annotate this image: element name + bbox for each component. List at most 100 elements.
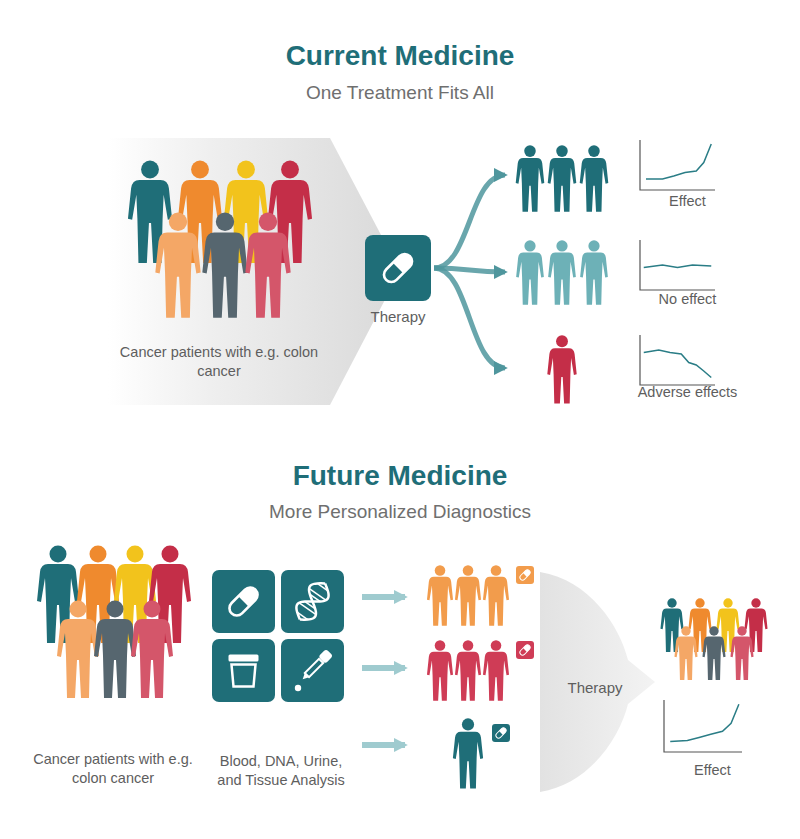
therapy-funnel: Therapy — [540, 572, 655, 792]
person-head — [588, 145, 600, 157]
selection-arrow — [362, 742, 405, 748]
person-body — [548, 158, 577, 212]
person-head — [463, 640, 474, 651]
icon-square — [212, 639, 275, 702]
person-body — [427, 652, 453, 701]
pill-half — [523, 644, 531, 652]
pill-glyph — [519, 644, 531, 656]
person-head — [237, 161, 255, 179]
node-label: Cancer patients with e.g. colon cancer — [108, 343, 330, 381]
node-label: Cancer patients with e.g. colon cancer — [33, 750, 193, 788]
dna-glyph — [291, 577, 334, 625]
person-head — [144, 601, 161, 618]
person-head — [127, 546, 144, 563]
person-figure — [730, 626, 753, 680]
person-head — [50, 546, 67, 563]
person-body — [455, 652, 481, 701]
flow-arrow — [434, 175, 505, 268]
section-subtitle: One Treatment Fits All — [0, 82, 800, 104]
dropper-tube — [305, 659, 323, 677]
analysis-icon-grid — [212, 570, 350, 708]
section-subtitle: More Personalized Diagnostics — [0, 501, 800, 523]
person-figure — [245, 213, 290, 318]
dna-rung — [309, 588, 326, 600]
person-figure — [547, 335, 576, 403]
person-figure — [483, 565, 509, 625]
chart-line — [644, 350, 712, 378]
mini-chart — [664, 700, 742, 752]
dna-rung — [310, 594, 321, 601]
person-figure — [580, 145, 609, 211]
person-head — [216, 213, 234, 231]
chart-line — [670, 704, 739, 741]
person-head — [723, 598, 732, 607]
person-head — [667, 598, 676, 607]
drop — [295, 685, 301, 691]
person-figure — [455, 565, 481, 625]
person-head — [588, 240, 599, 251]
person-head — [169, 213, 187, 231]
dna-rung — [297, 612, 308, 619]
person-body — [702, 636, 725, 679]
person-body — [483, 652, 509, 701]
pill-outline — [519, 644, 531, 656]
dna-rung — [317, 583, 328, 590]
person-figure — [483, 640, 509, 700]
pill-glyph — [519, 569, 531, 581]
person-figure — [202, 213, 247, 318]
person-head — [556, 145, 568, 157]
container-lid — [229, 655, 259, 662]
therapy-badge — [516, 566, 534, 584]
person-body — [427, 577, 453, 626]
therapy-icon: Therapy — [362, 235, 434, 335]
person-head — [259, 213, 277, 231]
section-heading: Current Medicine — [0, 40, 800, 72]
person-head — [162, 546, 179, 563]
person-head — [141, 161, 159, 179]
person-body — [730, 636, 753, 679]
person-body — [202, 233, 247, 318]
result-group: Effect — [650, 595, 775, 790]
pill-outline — [381, 251, 415, 285]
person-head — [491, 640, 502, 651]
therapy-icon-box — [365, 235, 431, 301]
person-figure — [702, 626, 725, 680]
mini-chart — [640, 140, 715, 190]
person-head — [491, 565, 502, 576]
flow-arrow — [434, 268, 505, 368]
dna-strand — [291, 577, 334, 625]
person-head — [709, 626, 718, 635]
node-label: Adverse effects — [625, 383, 750, 402]
chart-axes — [640, 335, 715, 385]
therapy-badge — [492, 724, 510, 742]
funnel-shape — [540, 572, 655, 792]
node-label: No effect — [625, 290, 750, 309]
icon-square — [365, 235, 431, 301]
icon-square — [281, 570, 344, 633]
person-figure — [548, 240, 576, 304]
person-head — [462, 718, 474, 730]
outcome-row: Adverse effects — [505, 328, 750, 410]
person-body — [94, 619, 136, 698]
person-head — [70, 601, 87, 618]
pill-outline — [519, 569, 531, 581]
person-head — [556, 240, 567, 251]
person-head — [524, 240, 535, 251]
node-label: Blood, DNA, Urine, and Tissue Analysis — [206, 752, 356, 790]
person-figure — [57, 601, 99, 699]
outcome-row: Effect — [505, 135, 750, 217]
chart-line — [646, 144, 711, 179]
chevron-shape — [108, 138, 400, 405]
person-head — [107, 601, 124, 618]
selection-arrow — [362, 665, 405, 671]
person-body — [245, 233, 290, 318]
patient-group-caption: Cancer patients with e.g. colon cancer — [28, 750, 198, 800]
person-body — [547, 348, 576, 403]
therapy-badge — [516, 641, 534, 659]
person-figure — [455, 640, 481, 700]
person-body — [516, 158, 545, 212]
person-body — [580, 253, 608, 305]
